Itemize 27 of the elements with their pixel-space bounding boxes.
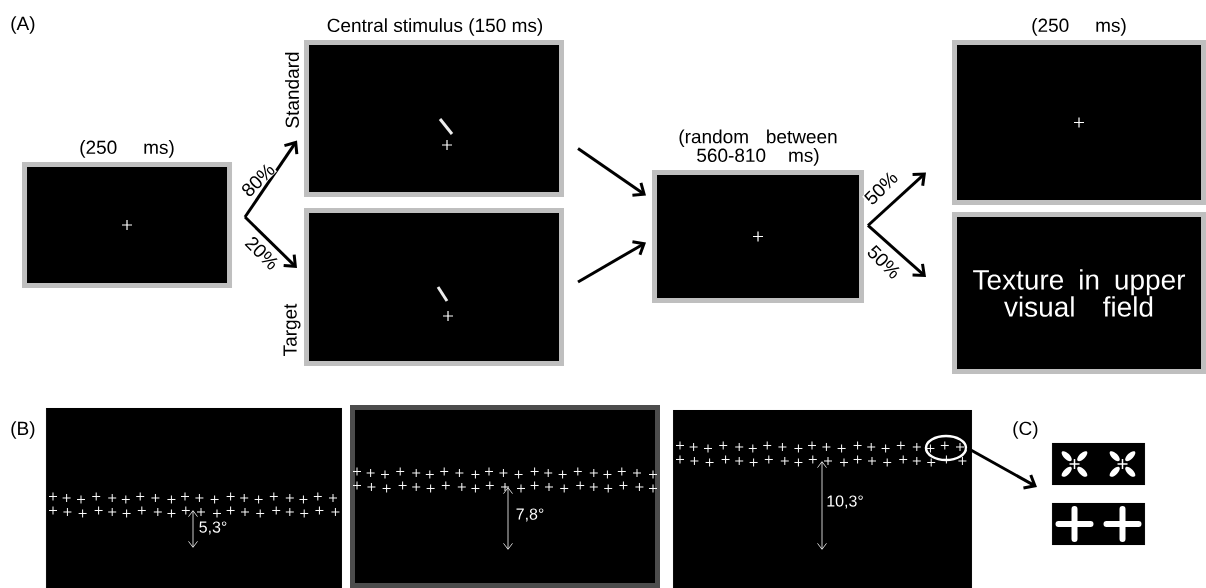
- texture-screen: 5,3°: [46, 408, 342, 588]
- arrow: [577, 147, 646, 197]
- texture-element-drawing: [1052, 443, 1145, 485]
- stimulus-screen: (250 ms): [952, 18, 1206, 205]
- stimulus-screen: Texture in upper visual field: [952, 212, 1206, 374]
- arrow: [577, 240, 646, 284]
- highlight-ellipse: [924, 434, 968, 462]
- node-label: (250 ms): [1032, 18, 1126, 36]
- node-label: (250 ms): [80, 140, 174, 158]
- texture-screen: 10,3°: [673, 410, 972, 588]
- texture-screen: 7,8°: [350, 405, 660, 588]
- arrow: [867, 224, 926, 277]
- stimulus-screen: (250 ms): [22, 140, 232, 288]
- stimulus-screen: Standard: [285, 40, 564, 197]
- node-label: Target: [283, 303, 301, 356]
- node-label: Standard: [285, 52, 299, 128]
- panel-letter: (A): [11, 16, 35, 34]
- texture-element-drawing: [1052, 503, 1145, 545]
- arrow: [867, 172, 926, 227]
- arrow: [966, 446, 1037, 490]
- node-label: (random between 560-810 ms): [679, 129, 837, 166]
- arrow: [243, 215, 297, 268]
- panel-letter: (C): [1013, 421, 1038, 439]
- arrow: [243, 140, 299, 218]
- stimulus-screen: (random between 560-810 ms): [652, 129, 864, 303]
- edge-label: 80%: [239, 161, 277, 199]
- stimulus-screen: Target: [283, 208, 564, 366]
